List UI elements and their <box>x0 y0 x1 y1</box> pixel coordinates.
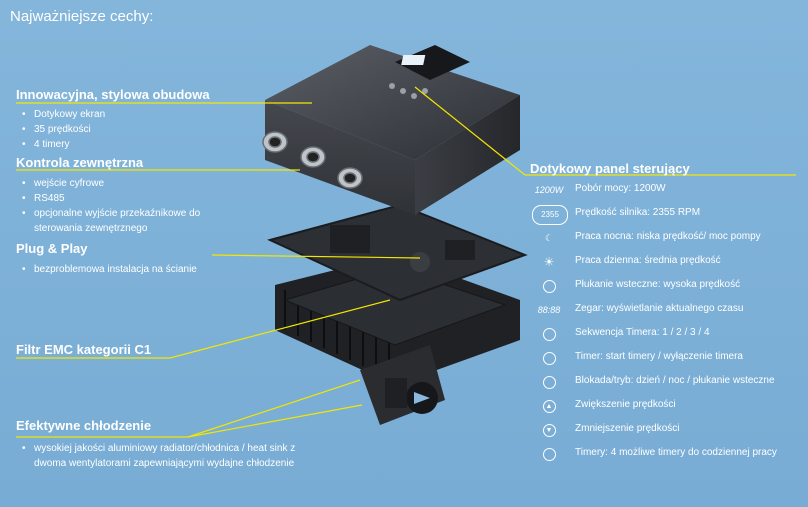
feature-day: ☀ Praca dzienna: średnia prędkość <box>532 250 804 274</box>
feature-text: Timer: start timery / wyłączenie timera <box>575 351 743 362</box>
speed-readout-icon: 2355 <box>532 205 568 225</box>
bullet: wysokiej jakości aluminiowy radiator/chł… <box>22 441 302 471</box>
bullet: 35 prędkości <box>22 122 272 137</box>
feature-speed-up: ▲ Zwiększenie prędkości <box>532 394 804 418</box>
bullet: wejście cyfrowe <box>22 176 252 191</box>
moon-icon: ☾ <box>544 233 554 243</box>
pcb-frame <box>267 203 528 302</box>
heat-sink <box>275 255 520 385</box>
housing <box>262 45 520 215</box>
feature-backwash: Płukanie wsteczne: wysoka prędkość <box>532 274 804 298</box>
feature-text: Zwiększenie prędkości <box>575 399 676 410</box>
housing-bullets: Dotykowy ekran 35 prędkości 4 timery <box>22 107 272 152</box>
bullet: Dotykowy ekran <box>22 107 272 122</box>
feature-text: Zmniejszenie prędkości <box>575 423 680 434</box>
section-heading-touch-panel: Dotykowy panel sterujący <box>530 161 690 176</box>
section-heading-emc-filter: Filtr EMC kategorii C1 <box>16 342 152 357</box>
section-heading-housing: Innowacyjna, stylowa obudowa <box>16 87 210 102</box>
plug-and-play-bullets: bezproblemowa instalacja na ścianie <box>22 262 262 277</box>
arrow-down-icon: ▼ <box>532 421 566 439</box>
feature-text: Sekwencja Timera: 1 / 2 / 3 / 4 <box>575 327 710 338</box>
timer-icon <box>532 349 566 367</box>
bullet: 4 timery <box>22 137 272 152</box>
feature-timer-sequence: Sekwencja Timera: 1 / 2 / 3 / 4 <box>532 322 804 346</box>
feature-power: 1200W Pobór mocy: 1200W <box>532 178 804 202</box>
callout-lines <box>16 86 796 438</box>
clock-digits-icon: 88:88 <box>537 305 561 315</box>
page-title: Najważniejsze cechy: <box>10 8 154 25</box>
feature-timers: Timery: 4 możliwe timery do codziennej p… <box>532 442 804 466</box>
backwash-icon <box>532 277 566 295</box>
fan-module <box>360 345 445 425</box>
external-control-bullets: wejście cyfrowe RS485 opcjonalne wyjście… <box>22 176 252 236</box>
bullet: bezproblemowa instalacja na ścianie <box>22 262 262 277</box>
feature-text: Praca nocna: niska prędkość/ moc pompy <box>575 231 761 242</box>
feature-text: Timery: 4 możliwe timery do codziennej p… <box>575 447 777 458</box>
bullet: opcjonalne wyjście przekaźnikowe do ster… <box>22 206 249 236</box>
sun-icon: ☀ <box>543 255 555 269</box>
feature-text: Płukanie wsteczne: wysoka prędkość <box>575 279 741 290</box>
feature-night: ☾ Praca nocna: niska prędkość/ moc pompy <box>532 226 804 250</box>
feature-text: Prędkość silnika: 2355 RPM <box>575 207 701 218</box>
arrow-up-icon: ▲ <box>532 397 566 415</box>
timers-icon <box>532 445 566 463</box>
section-heading-plug-and-play: Plug & Play <box>16 241 88 256</box>
bullet: RS485 <box>22 191 252 206</box>
feature-lock-mode: Blokada/tryb: dzień / noc / płukanie wst… <box>532 370 804 394</box>
feature-clock: 88:88 Zegar: wyświetlanie aktualnego cza… <box>532 298 804 322</box>
feature-text: Praca dzienna: średnia prędkość <box>575 255 721 266</box>
section-heading-external-control: Kontrola zewnętrzna <box>16 155 144 170</box>
feature-text: Pobór mocy: 1200W <box>575 183 666 194</box>
feature-speed: 2355 Prędkość silnika: 2355 RPM <box>532 202 804 226</box>
feature-speed-down: ▼ Zmniejszenie prędkości <box>532 418 804 442</box>
section-heading-cooling: Efektywne chłodzenie <box>16 418 152 433</box>
feature-text: Blokada/tryb: dzień / noc / płukanie wst… <box>575 375 775 386</box>
power-readout-icon: 1200W <box>534 185 564 195</box>
cooling-bullets: wysokiej jakości aluminiowy radiator/chł… <box>22 441 302 471</box>
lock-mode-icon <box>532 373 566 391</box>
feature-timer: Timer: start timery / wyłączenie timera <box>532 346 804 370</box>
touch-display <box>389 45 470 99</box>
feature-text: Zegar: wyświetlanie aktualnego czasu <box>575 303 744 314</box>
timer-sequence-icon <box>532 325 566 343</box>
